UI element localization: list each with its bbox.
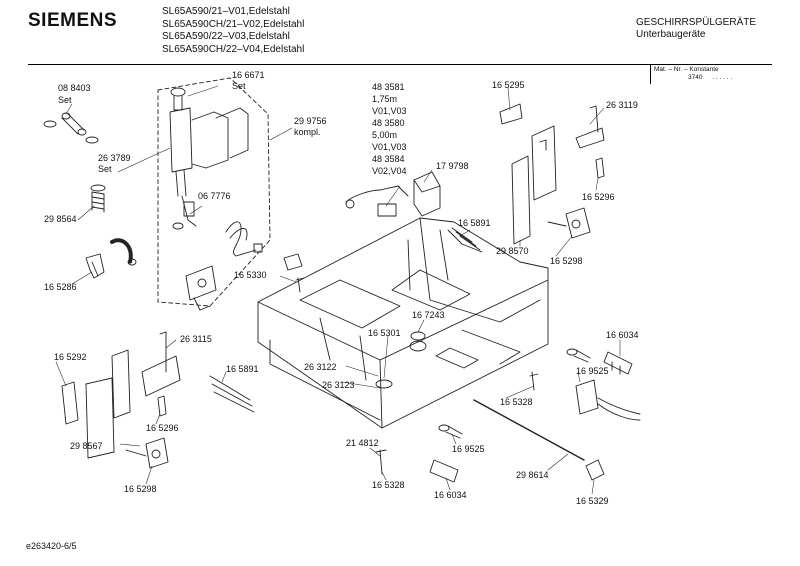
part-label-298564: 29 8564 [44,214,77,224]
water-inlet-valve [169,87,263,257]
part-label-263115: 26 3115 [180,334,212,344]
part-label-165329: 16 5329 [576,496,609,506]
mat-box-value-row: 3740 . . . . . . [654,74,732,82]
mat-box-value: 3740 [688,74,703,81]
leveling-foot-b [209,375,255,413]
corrugated-hose [110,238,137,266]
part-label-483584: 48 3584 [372,154,405,164]
float-switch-b [125,437,169,469]
drawing-number: e263420-6/5 [26,541,77,551]
base-tub [257,217,549,429]
part-label-169525: 16 9525 [576,366,609,376]
part-label-set: Set [58,95,72,105]
mat-box-dots: . . . . . . [712,74,733,81]
latch-part [575,105,605,179]
part-label-263122: 26 3122 [304,362,337,372]
screw-part-c [438,424,463,439]
part-label-165298: 16 5298 [124,484,157,494]
part-label-165286: 16 5286 [44,282,77,292]
float-switch [547,207,591,239]
screw-part-b [529,371,539,391]
screw-part-a [566,348,591,363]
part-label-set: Set [232,81,246,91]
side-cover [61,381,79,425]
part-label-263119: 26 3119 [606,100,638,110]
part-label-298614: 29 8614 [516,470,549,480]
model-list: SL65A590/21–V01,Edelstahl SL65A590CH/21–… [162,6,304,56]
part-label-165891: 16 5891 [226,364,259,374]
header-divider [28,64,772,65]
mat-box: Mat. – Nr. – Konstante 3740 . . . . . . [654,66,732,82]
part-label-166671: 16 6671 [232,70,265,80]
category-title: GESCHIRRSPÜLGERÄTE [636,17,757,28]
latch-part-b [157,395,167,417]
part-label-165301: 16 5301 [368,328,401,338]
rail-bracket-right [499,103,557,245]
part-label-165292: 16 5292 [54,352,87,362]
leveling-foot-a [447,227,483,253]
model-line: SL65A590/21–V01,Edelstahl [162,6,290,17]
leader-line [269,127,293,141]
leader-lines [55,85,621,495]
part-label-set: Set [98,164,112,174]
valve-bracket [185,265,217,311]
part-label-179798: 17 9798 [436,161,469,171]
part-label-263789: 26 3789 [98,153,131,163]
part-label-166034: 16 6034 [434,490,467,500]
valve-assembly-outline [157,77,271,307]
connector-box [413,171,441,217]
part-label-298567: 29 8567 [70,441,103,451]
rod-part [473,399,585,461]
part-label-483581: 48 3581 [372,82,405,92]
part-label-088403: 08 8403 [58,83,91,93]
part-label-variant: V01,V03 [372,142,407,152]
part-label-299756: 29 9756 [294,116,327,126]
part-label-165330: 16 5330 [234,270,267,280]
mat-box-divider [650,64,651,84]
part-label-variant: V01,V03 [372,106,407,116]
part-label-length: 5,00m [372,130,398,140]
part-label-067776: 06 7776 [198,191,231,201]
hose-clip-set [43,112,99,144]
part-label-165891: 16 5891 [458,218,491,228]
mat-box-heading: Mat. – Nr. – Konstante [654,66,719,73]
brand-logo: SIEMENS [28,10,118,31]
category-block: GESCHIRRSPÜLGERÄTE Unterbaugeräte [636,17,756,41]
model-line: SL65A590/22–V03,Edelstahl [162,31,290,42]
spring-part [90,184,106,213]
part-label-263123: 26 3123 [322,380,355,390]
part-label-169525: 16 9525 [452,444,485,454]
cable-part [345,185,409,217]
part-label-165296: 16 5296 [582,192,615,202]
connector-part-b [429,459,459,483]
model-line: SL65A590CH/22–V04,Edelstahl [162,43,305,55]
part-label-167243: 16 7243 [412,310,445,320]
part-label-483580: 48 3580 [372,118,405,128]
part-label-166034: 16 6034 [606,330,639,340]
subcategory-title: Unterbaugeräte [636,29,706,40]
plug-part [283,253,305,293]
rail-bracket-left [85,331,181,459]
screw-part-d [375,449,387,475]
hose-holder [85,253,105,279]
part-label-165295: 16 5295 [492,80,525,90]
part-label-298570: 29 8570 [496,246,529,256]
part-label-variant: V02,V04 [372,166,407,176]
part-label-214812: 21 4812 [346,438,379,448]
part-label-165298: 16 5298 [550,256,583,266]
part-label-length: 1,75m [372,94,398,104]
end-cap [585,459,605,481]
part-label-165296: 16 5296 [146,423,179,433]
wiring-harness [575,379,641,421]
model-line: SL65A590CH/21–V02,Edelstahl [162,18,305,30]
part-label-165328: 16 5328 [372,480,405,490]
part-label-165328: 16 5328 [500,397,533,407]
connector-part [603,351,633,375]
part-label-kompl: kompl. [294,127,321,137]
